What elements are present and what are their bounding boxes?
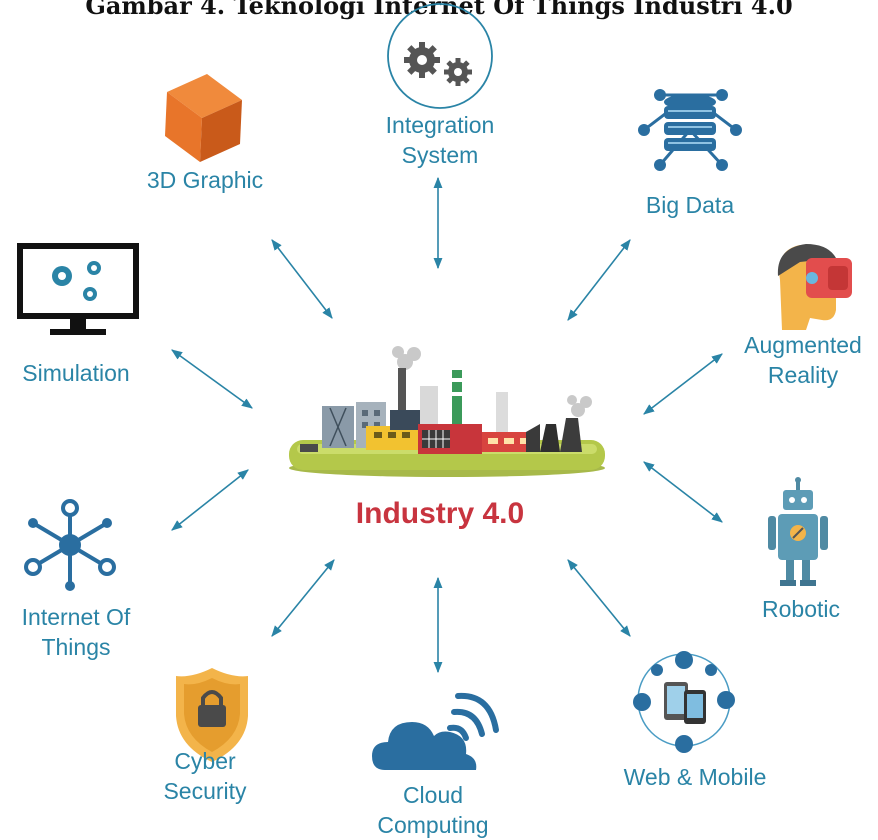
figure-caption: Gambar 4. Teknologi Internet Of Things I… [85,0,793,20]
robot-icon [768,477,828,586]
label-simulation: Simulation [22,360,130,386]
arrow-big-data [567,239,631,321]
factory-illustration [289,346,605,477]
arrow-web [567,559,631,637]
arrow-cyber [271,559,335,637]
arrow-3d-graphic [271,239,333,319]
monitor-gears-icon [17,243,139,335]
center-title: Industry 4.0 [355,497,525,530]
arrow-simulation [171,349,253,409]
label-robotic: Robotic [762,596,840,622]
label-3d-graphic: 3D Graphic [146,167,264,193]
cloud-wifi-icon [372,692,499,770]
database-network-icon [638,89,742,171]
vr-headset-icon [777,244,852,330]
devices-orbit-icon [633,651,735,753]
label-big-data: Big Data [645,192,735,218]
cube-icon [165,74,242,162]
arrow-iot [171,469,249,531]
label-web-mobile: Web & Mobile [623,764,767,790]
shield-lock-icon [176,668,248,762]
gears-circle-icon [387,3,493,109]
arrow-ar [643,353,723,415]
network-hub-icon [24,499,116,591]
arrow-robotic [643,461,723,523]
